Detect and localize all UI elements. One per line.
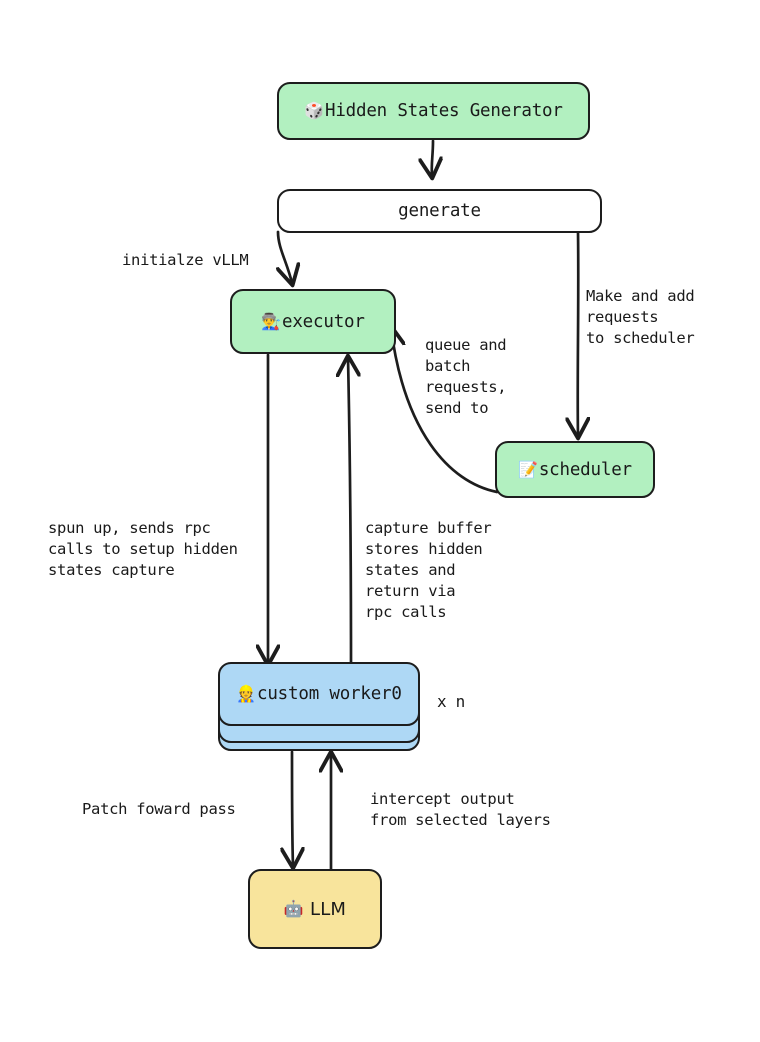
edge-generate-to-executor — [278, 230, 292, 283]
edge-label-initialze-vllm: initialze vLLM — [122, 251, 249, 269]
node-label-llm: LLM — [309, 898, 347, 920]
edge-label-intercept-output: intercept output from selected layers — [370, 790, 551, 829]
robot-icon: 🤖 — [283, 899, 304, 918]
edge-label-queue-and-batch: queue and batch requests, send to — [425, 336, 507, 417]
node-label-generate: generate — [398, 201, 481, 221]
edge-worker-to-llm — [292, 750, 293, 866]
node-label-custom-worker0: custom worker0 — [257, 684, 402, 704]
memo-icon: 📝 — [518, 459, 538, 479]
edge-worker-to-executor — [348, 358, 351, 666]
node-custom-worker0[interactable]: 👷custom worker0 — [218, 662, 420, 726]
edge-hsg-to-generate — [432, 139, 433, 176]
edge-generate-to-scheduler — [578, 230, 579, 436]
edge-label-patch-forward-pass: Patch foward pass — [82, 800, 236, 818]
node-label-hidden-states-generator: Hidden States Generator — [325, 101, 563, 121]
node-generate[interactable]: generate — [277, 189, 602, 233]
edge-label-spun-up-sends-rpc: spun up, sends rpc calls to setup hidden… — [48, 519, 238, 579]
edge-label-capture-buffer: capture buffer stores hidden states and … — [365, 519, 492, 621]
game-die-icon: 🎲 — [304, 101, 324, 120]
factory-worker-icon: 👨‍🏭 — [261, 311, 282, 331]
node-hidden-states-generator[interactable]: 🎲Hidden States Generator — [277, 82, 590, 140]
node-scheduler[interactable]: 📝scheduler — [495, 441, 655, 498]
node-multiplicity-label: x n — [437, 692, 465, 711]
edge-label-make-and-add-requests: Make and add requests to scheduler — [586, 287, 695, 347]
node-llm[interactable]: 🤖 LLM — [248, 869, 382, 949]
node-label-scheduler: scheduler — [538, 459, 632, 480]
construction-worker-icon: 👷 — [236, 684, 257, 703]
node-label-executor: executor — [282, 311, 365, 332]
node-executor[interactable]: 👨‍🏭executor — [230, 289, 396, 354]
